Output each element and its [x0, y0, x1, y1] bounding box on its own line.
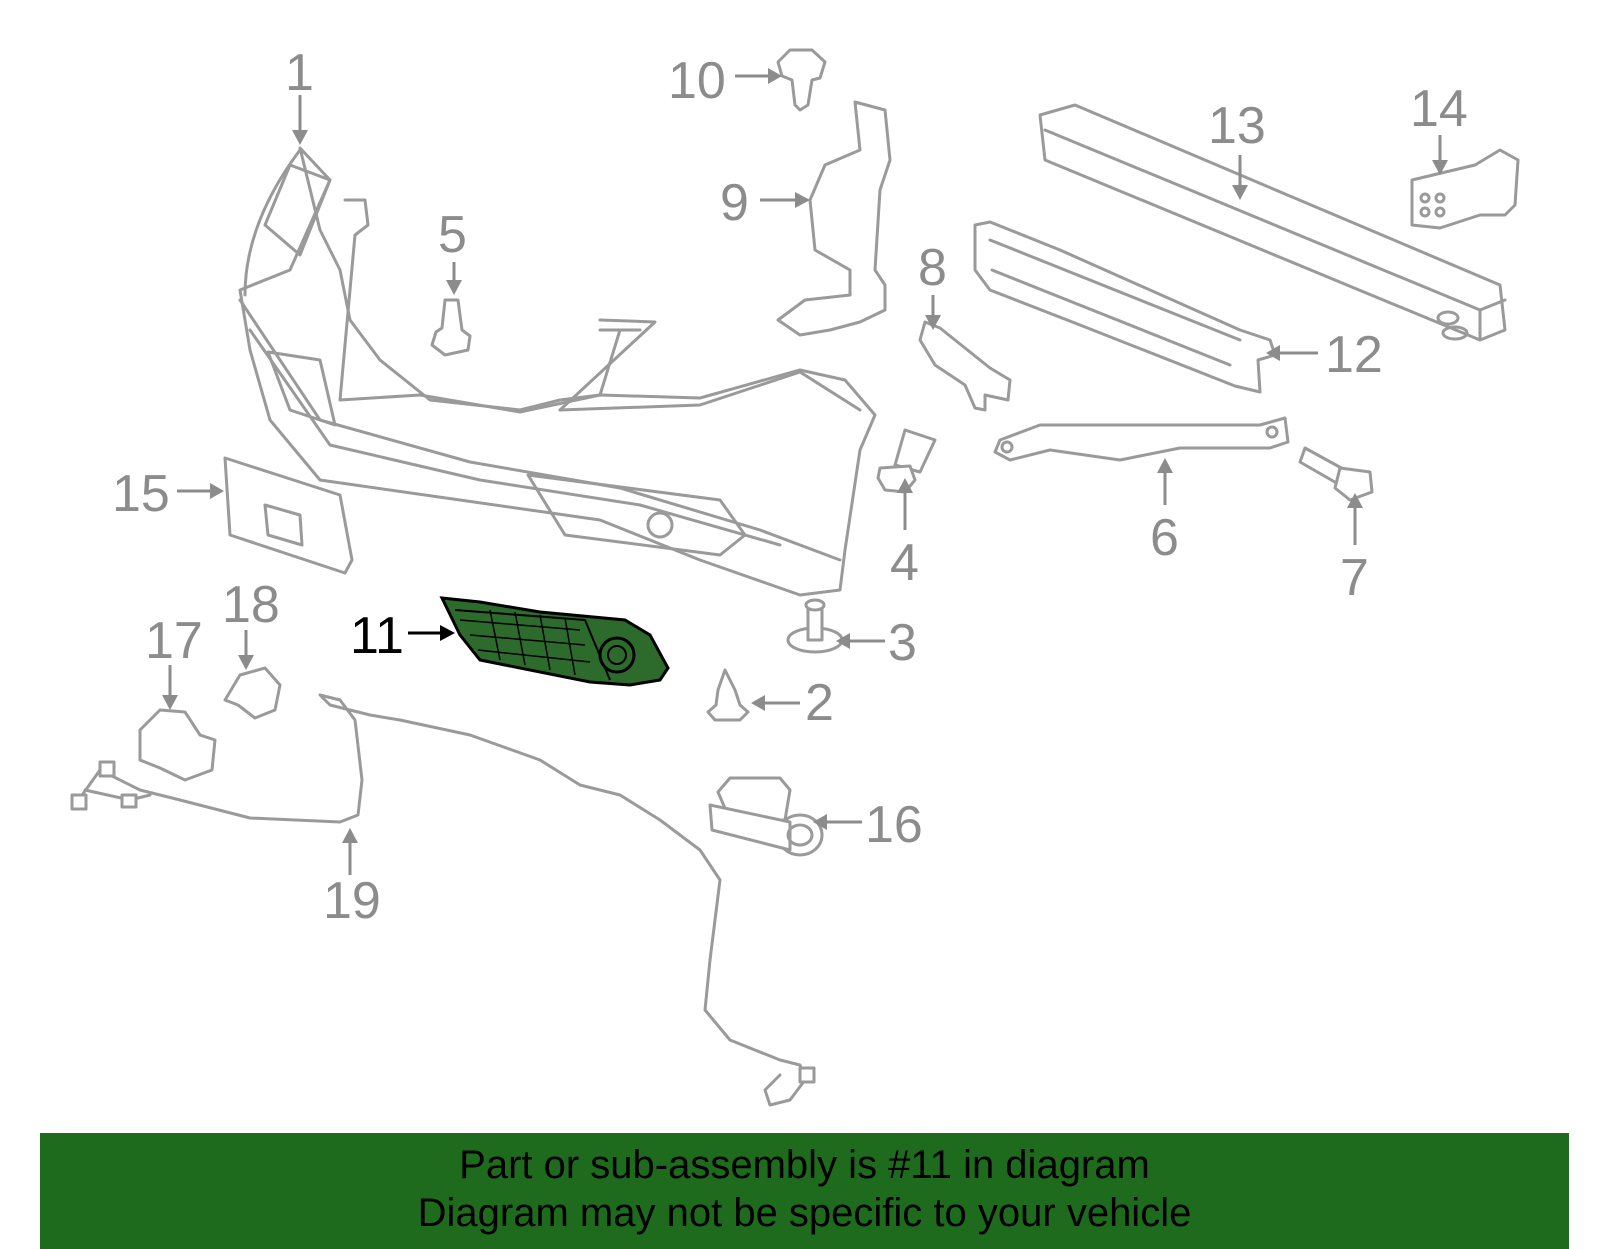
info-banner: Part or sub-assembly is #11 in diagram D…: [40, 1133, 1569, 1249]
part-16-sensor: [708, 776, 824, 857]
callout-14: 14: [1410, 80, 1468, 138]
callout-13: 13: [1208, 97, 1266, 155]
part-12-absorber: [973, 220, 1277, 394]
part-10-clip: [776, 48, 827, 112]
callout-9: 9: [720, 174, 749, 232]
part-8-bracket: [918, 320, 1012, 412]
part-5-grommet: [430, 298, 472, 357]
callout-1: 1: [285, 44, 314, 102]
callout-18: 18: [222, 576, 280, 634]
callout-4: 4: [890, 534, 919, 592]
callout-3: 3: [888, 614, 917, 672]
part-14-mount: [1410, 148, 1520, 230]
part-9-bracket: [776, 100, 892, 337]
callout-6: 6: [1150, 509, 1179, 567]
part-17-bracket: [138, 708, 217, 782]
callout-17: 17: [145, 612, 203, 670]
callout-12: 12: [1325, 326, 1383, 384]
part-7-bolt: [1298, 446, 1374, 502]
part-1-bumper-cover: [238, 146, 877, 597]
part-6-bracket: [993, 416, 1290, 462]
callout-10: 10: [668, 52, 726, 110]
callout-8: 8: [918, 239, 947, 297]
part-15-license-bracket: [223, 456, 354, 575]
callout-11: 11: [350, 607, 404, 665]
part-3-push-pin: [786, 598, 844, 654]
callout-arrows: [162, 68, 1448, 875]
part-2-clip: [706, 668, 750, 722]
callout-5: 5: [438, 206, 467, 264]
banner-part-line: Part or sub-assembly is #11 in diagram: [459, 1143, 1150, 1187]
part-19-harness: [70, 693, 816, 1107]
banner-disclaimer-line: Diagram may not be specific to your vehi…: [417, 1191, 1192, 1235]
callout-7: 7: [1340, 549, 1369, 607]
callout-15: 15: [112, 465, 170, 523]
callout-19: 19: [323, 872, 381, 930]
callout-16: 16: [865, 796, 923, 854]
part-18-cap: [223, 666, 282, 720]
callout-2: 2: [805, 674, 834, 732]
part-13-reinforcement-beam: [1038, 103, 1507, 342]
part-11-fog-lamp-grille: [439, 596, 670, 687]
